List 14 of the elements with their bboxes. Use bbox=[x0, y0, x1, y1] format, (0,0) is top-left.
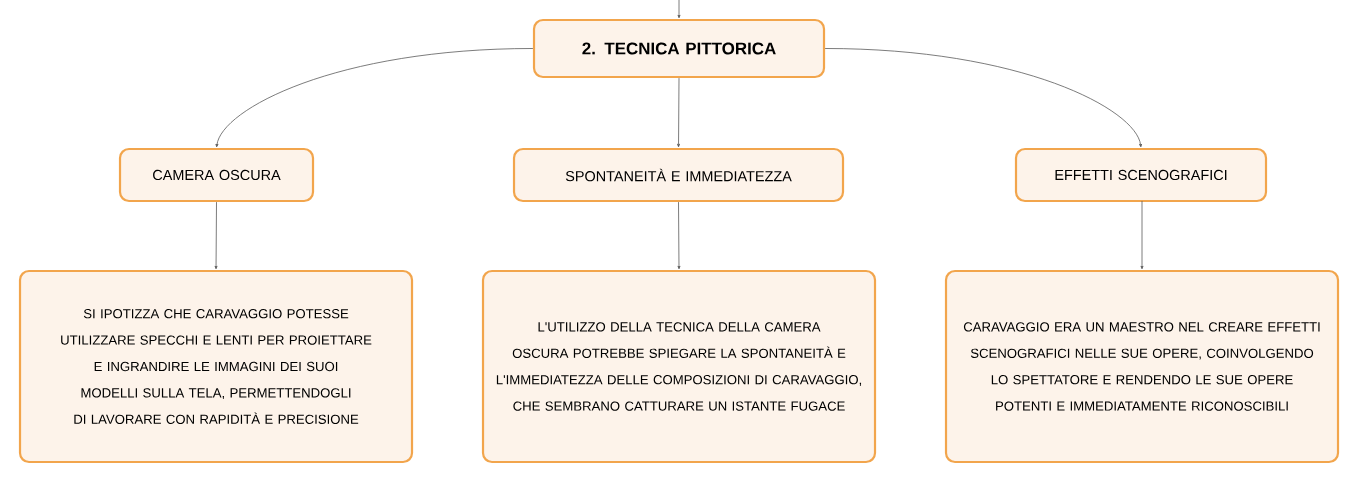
arrow bbox=[215, 48, 534, 148]
arrow bbox=[824, 48, 1142, 148]
description-box: L'UTILIZZO DELLA TECNICA DELLA CAMERA OSCURA POTREBBE SPIEGARE LA SPONTANEITÀ E L'IMMEDIATEZZA DELLE COMPOSIZIONI DI CARAVAGGIO, CHE SEMBRANO CATTURARE UN ISTANTE FUGACE bbox=[481, 269, 877, 464]
topic-box: SPONTANEITÀ E IMMEDIATEZZA bbox=[512, 147, 845, 203]
arrow bbox=[677, 0, 681, 19]
arrow bbox=[214, 201, 218, 270]
title-box: 2. TECNICA PITTORICA bbox=[532, 18, 826, 79]
description-box: SI IPOTIZZA CHE CARAVAGGIO POTESSE UTILIZZARE SPECCHI E LENTI PER PROIETTARE E INGRANDIRE LE IMMAGINI DEI SUOI MODELLI SULLA TELA, PERMETTENDOGLI DI LAVORARE CON RAPIDITÀ E PRECISIONE bbox=[18, 269, 414, 464]
description-box: CARAVAGGIO ERA UN MAESTRO NEL CREARE EFFETTI SCENOGRAFICI NELLE SUE OPERE, COINVOLGENDO LO SPETTATORE E RENDENDO LE SUE OPERE POTENTI E IMMEDIATAMENTE RICONOSCIBILI bbox=[944, 269, 1340, 464]
topic-box: EFFETTI SCENOGRAFICI bbox=[1014, 147, 1268, 203]
arrow bbox=[1140, 200, 1144, 270]
arrow bbox=[677, 201, 681, 270]
arrow bbox=[677, 77, 680, 148]
topic-box: CAMERA OSCURA bbox=[118, 147, 315, 203]
